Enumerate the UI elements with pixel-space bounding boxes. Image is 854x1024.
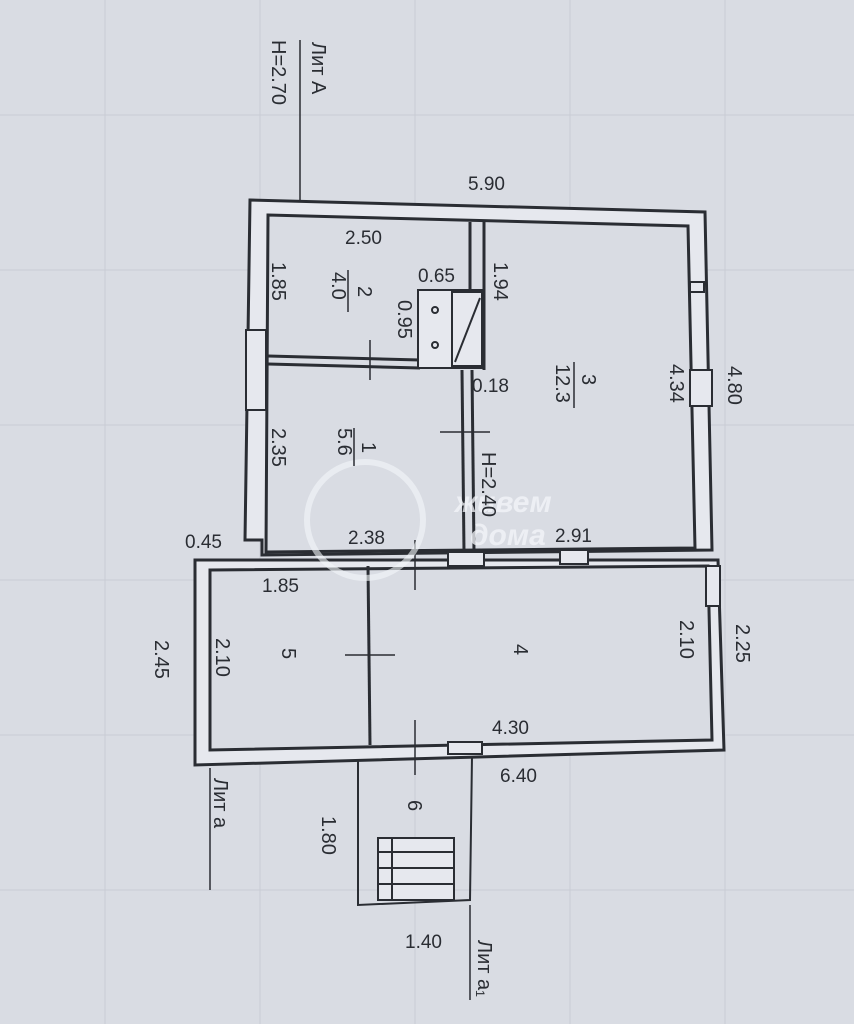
- room6-number: 6: [403, 800, 425, 811]
- annex-inner-wall: [208, 564, 714, 752]
- dim-bottom-total: 6.40: [500, 766, 537, 787]
- dim-right-total: 4.80: [723, 366, 745, 405]
- room3-area: 12.3: [551, 364, 573, 403]
- label-lit-a-bottom-left: Лит а: [209, 778, 231, 829]
- windows: [245, 281, 721, 755]
- label-lit-a-bottom-right: Лит а₁: [473, 940, 495, 997]
- dim-room2-side: 1.85: [267, 262, 289, 301]
- room1-area: 5.6: [333, 428, 355, 456]
- room1-number: 1: [357, 442, 379, 453]
- watermark-line1: живем: [453, 486, 552, 519]
- partitions: [267, 222, 486, 746]
- dim-room5-side: 2.10: [211, 638, 233, 677]
- dim-room2-width: 2.50: [345, 228, 382, 249]
- dim-porch-width: 1.40: [405, 932, 442, 953]
- walls: [193, 198, 726, 767]
- dim-wall-thickness: 0.18: [472, 376, 509, 397]
- dim-room4-width: 4.30: [492, 718, 529, 739]
- dim-left-total-bottom: 2.45: [150, 640, 172, 679]
- dim-porch-side: 1.80: [317, 816, 339, 855]
- dim-top-width: 5.90: [468, 174, 505, 195]
- leader-lines: [209, 40, 471, 1000]
- room2-number: 2: [353, 286, 375, 297]
- dim-room4-side: 2.10: [675, 620, 697, 659]
- main-house-inner-wall: [264, 213, 697, 554]
- label-lit-a-top: Лит А: [307, 42, 329, 95]
- dim-room3-width: 2.91: [555, 526, 592, 547]
- dim-room1-side: 2.35: [267, 428, 289, 467]
- dim-niche-side: 1.94: [489, 262, 511, 301]
- watermark-logo-icon: [304, 459, 426, 581]
- label-height-main: Н=2.70: [267, 40, 289, 105]
- area-fraction-bars: [347, 270, 575, 466]
- room5-number: 5: [277, 648, 299, 659]
- room3-number: 3: [577, 374, 599, 385]
- porch: [357, 755, 473, 907]
- dim-right-total-bottom: 2.25: [731, 624, 753, 663]
- dim-room5-width: 1.85: [262, 576, 299, 597]
- dim-room3-side: 4.34: [665, 364, 687, 403]
- stove: [417, 289, 485, 369]
- dim-ceiling-height: Н=2.40: [477, 452, 499, 517]
- dim-niche-w: 0.65: [418, 266, 455, 287]
- room2-area: 4.0: [327, 272, 349, 300]
- watermark: живем дома: [304, 459, 552, 581]
- watermark-line2: дома: [470, 519, 546, 552]
- dim-offset-left: 0.45: [185, 532, 222, 553]
- room4-number: 4: [509, 644, 531, 655]
- dim-room1-width: 2.38: [348, 528, 385, 549]
- dim-niche-h: 0.95: [393, 300, 415, 339]
